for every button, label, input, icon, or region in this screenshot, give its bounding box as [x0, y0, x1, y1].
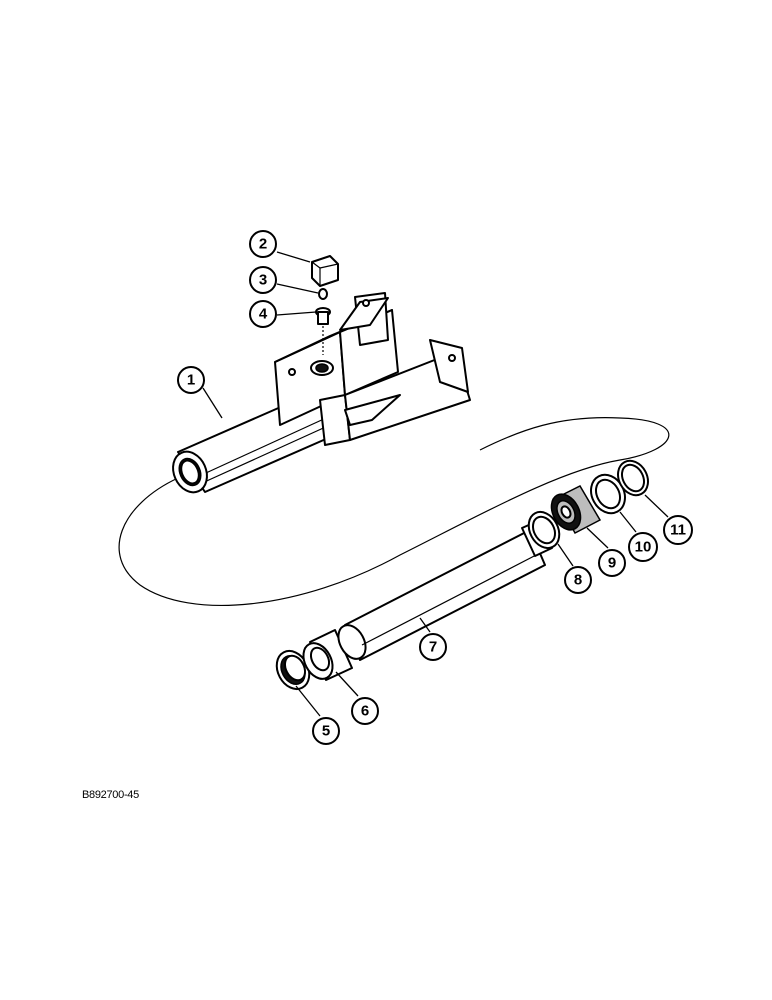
plug-fitting: [311, 255, 339, 287]
svg-text:8: 8: [574, 572, 582, 589]
svg-text:2: 2: [259, 236, 267, 253]
callout-8: 8: [564, 566, 592, 594]
drawing-code: B892700-45: [82, 789, 139, 801]
callout-2: 2: [249, 230, 277, 258]
grease-fitting: [315, 307, 331, 355]
callout-5: 5: [312, 717, 340, 745]
leader-5: [295, 685, 321, 717]
cylinder-mount-bracket: [274, 292, 471, 446]
leader-3: [276, 283, 319, 294]
callout-7: 7: [419, 633, 447, 661]
ball-check: [318, 288, 328, 300]
callout-10: 10: [628, 532, 658, 562]
leader-4: [276, 311, 317, 316]
explosion-guide-line: [118, 417, 670, 606]
leader-10: [619, 511, 637, 533]
svg-text:7: 7: [429, 639, 437, 656]
leader-9: [586, 527, 609, 549]
piston-o-ring: [527, 510, 561, 550]
callout-1: 1: [177, 366, 205, 394]
leader-6: [335, 671, 359, 697]
svg-text:3: 3: [259, 272, 267, 289]
piston-wear-ring: [617, 459, 649, 497]
callout-4: 4: [249, 300, 277, 328]
callout-3: 3: [249, 266, 277, 294]
svg-text:1: 1: [187, 372, 195, 389]
callout-11: 11: [663, 515, 693, 545]
piston: [550, 485, 602, 535]
svg-text:11: 11: [670, 522, 686, 539]
leader-7: [419, 617, 431, 633]
rod-bushing: [302, 629, 353, 681]
svg-text:5: 5: [322, 723, 330, 740]
svg-text:10: 10: [635, 539, 652, 556]
leader-8: [557, 543, 574, 567]
leader-2: [276, 251, 311, 263]
callout-9: 9: [598, 549, 626, 577]
rod-wiper-seal: [275, 649, 311, 691]
piston-seal-ring: [590, 473, 626, 515]
callout-6: 6: [351, 697, 379, 725]
svg-text:6: 6: [361, 703, 369, 720]
leader-11: [644, 494, 669, 518]
svg-text:4: 4: [259, 306, 268, 323]
svg-text:9: 9: [608, 555, 616, 572]
leader-1: [202, 387, 223, 419]
